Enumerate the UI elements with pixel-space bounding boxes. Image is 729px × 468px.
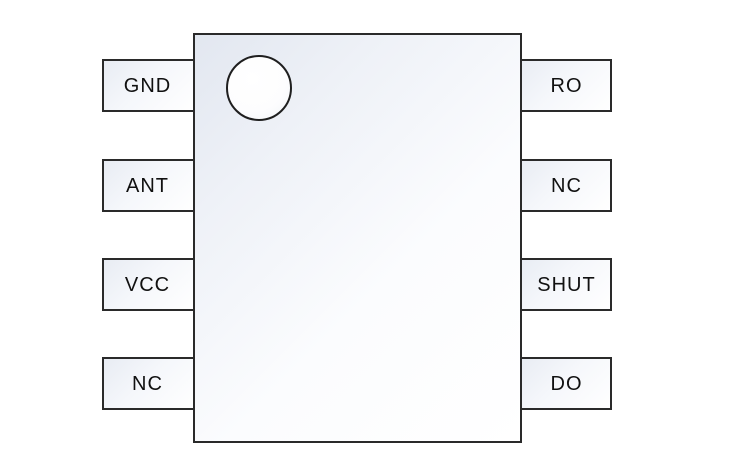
pin-label: ANT — [126, 174, 169, 197]
pin-ant: ANT — [102, 159, 197, 212]
pin-label: GND — [123, 74, 172, 97]
pin-gnd: GND — [102, 59, 197, 112]
pin-vcc: VCC — [102, 258, 197, 311]
pin-label: SHUT — [537, 273, 596, 296]
pin-label: NC — [132, 372, 163, 395]
pin-ro: RO — [517, 59, 612, 112]
pin-label: VCC — [124, 273, 171, 296]
pin-label: DO — [550, 372, 583, 395]
pin-nc-right: NC — [517, 159, 612, 212]
pin1-indicator-icon — [226, 55, 292, 121]
pin-nc-left: NC — [102, 357, 197, 410]
pin-label: RO — [550, 74, 583, 97]
pin-do: DO — [517, 357, 612, 410]
pin-shut: SHUT — [517, 258, 612, 311]
pin-label: NC — [551, 174, 582, 197]
